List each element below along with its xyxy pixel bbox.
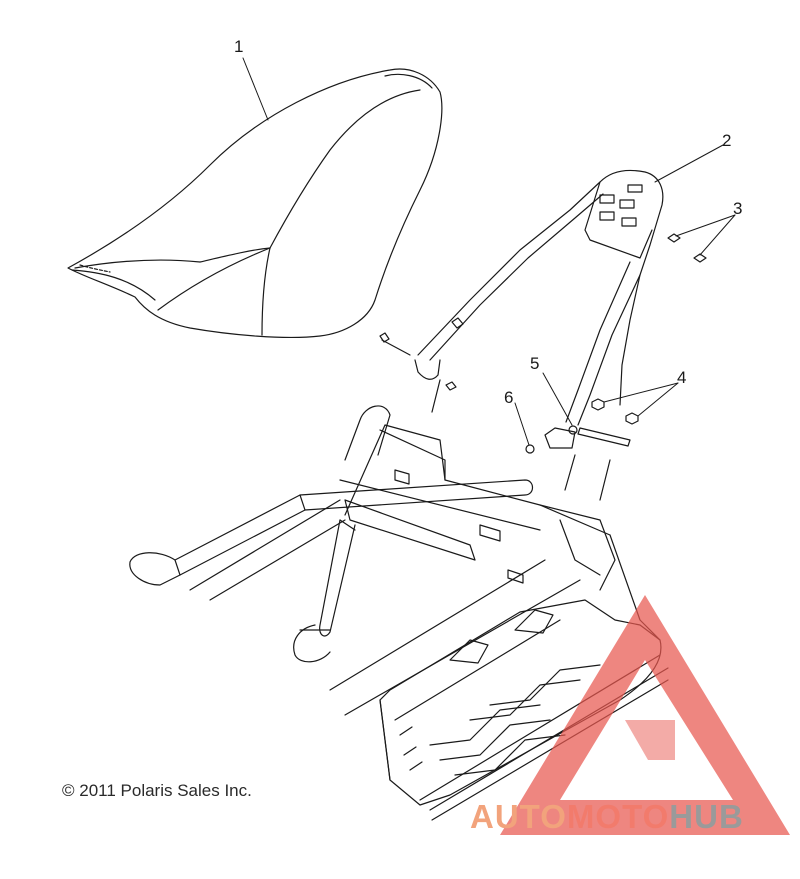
callout-6: 6 xyxy=(504,388,514,407)
watermark-part-auto: AUTO xyxy=(470,798,567,835)
watermark-triangle-icon xyxy=(500,595,790,835)
washer-part-5 xyxy=(568,425,578,435)
watermark-logo: AUTOMOTOHUB xyxy=(470,798,744,836)
leader-lines xyxy=(242,57,736,446)
nut-part-6 xyxy=(525,444,535,454)
chassis-frame xyxy=(189,424,661,716)
callout-4: 4 xyxy=(677,368,687,387)
callout-1: 1 xyxy=(234,37,244,56)
callout-5: 5 xyxy=(530,354,540,373)
copyright-notice: © 2011 Polaris Sales Inc. xyxy=(62,781,252,800)
screw-part-3 xyxy=(667,233,707,263)
seat-part xyxy=(67,68,443,339)
rear-rail-slide xyxy=(379,599,669,821)
callout-3: 3 xyxy=(733,199,743,218)
watermark-part-moto: MOTO xyxy=(566,798,670,835)
front-suspension xyxy=(129,405,534,663)
grab-bar-part xyxy=(414,169,664,501)
bolt xyxy=(379,317,464,391)
screw-part-4 xyxy=(591,398,639,425)
callout-2: 2 xyxy=(722,131,732,150)
watermark-part-hub: HUB xyxy=(669,798,744,835)
